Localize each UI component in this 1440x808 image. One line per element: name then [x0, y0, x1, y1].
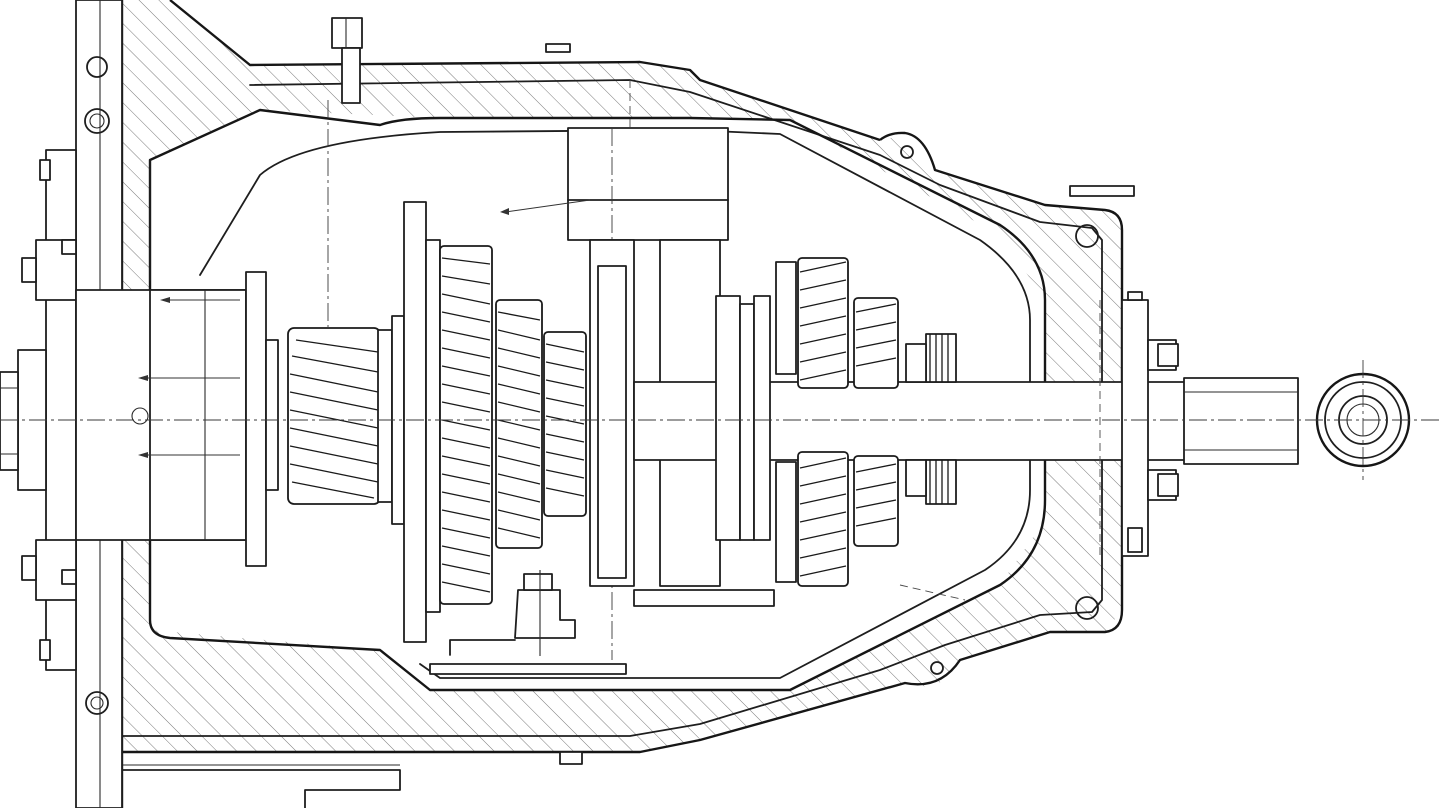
input-gear-pack [287, 201, 587, 643]
mounting-hole-icon [1075, 596, 1099, 620]
helical-gear-icon [797, 257, 849, 389]
helical-gear-icon [287, 327, 381, 505]
helical-gear-icon [439, 245, 493, 605]
input-shaft-housing [75, 271, 279, 567]
helical-gear-icon [853, 297, 899, 389]
helical-gear-icon [543, 331, 587, 517]
mounting-hole-icon [84, 56, 110, 715]
mounting-hole-icon [1075, 224, 1099, 248]
centerlines [0, 80, 1440, 601]
helical-gear-icon [853, 455, 899, 547]
mounting-hole-icon [900, 145, 914, 159]
bolt-icon [331, 17, 363, 104]
helical-gear-icon [797, 451, 849, 587]
helical-gear-icon [495, 299, 543, 549]
right-end-cover [1121, 291, 1179, 557]
housing-mounting-holes [900, 145, 1135, 675]
mounting-hole-icon [930, 661, 944, 675]
top-bolts [331, 17, 583, 765]
output-gear-pack [715, 257, 957, 587]
